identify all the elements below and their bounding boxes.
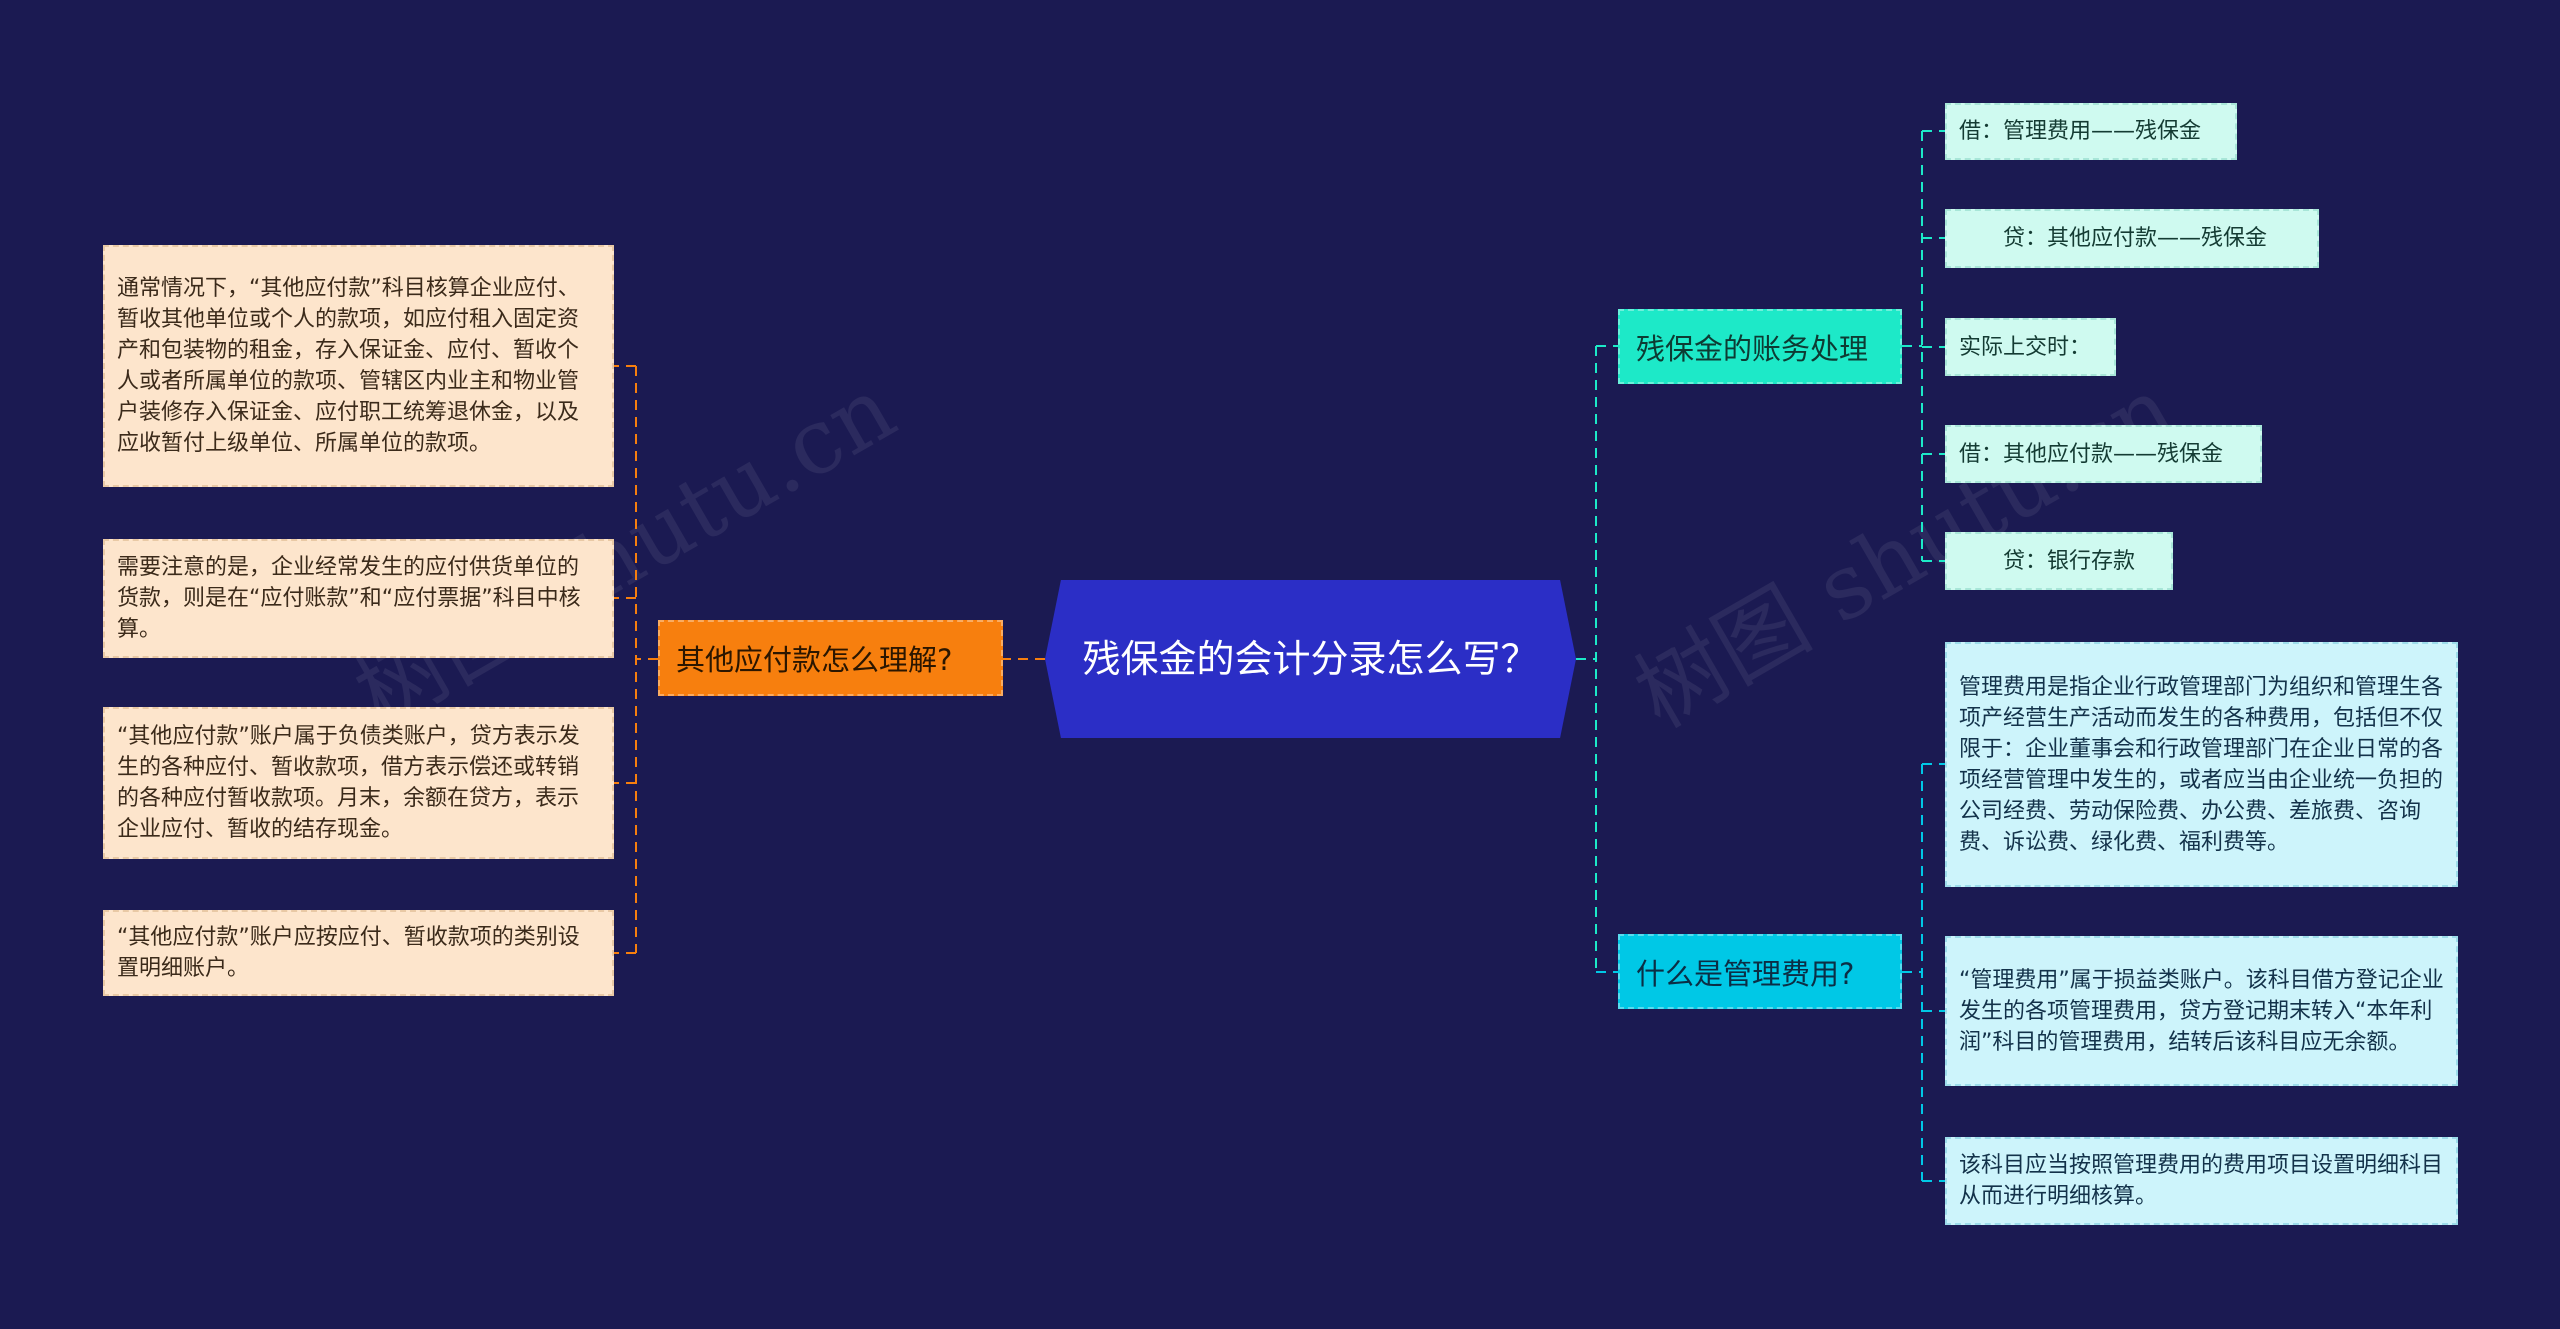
note-other-payables-2[interactable]: 需要注意的是，企业经常发生的应付供货单位的货款，则是在“应付账款”和“应付票据”… bbox=[103, 539, 614, 658]
note-management-2[interactable]: “管理费用”属于损益类账户。该科目借方登记企业发生的各项管理费用，贷方登记期末转… bbox=[1945, 936, 2458, 1086]
topic-label: 其他应付款怎么理解? bbox=[676, 643, 953, 677]
note-text: 需要注意的是，企业经常发生的应付供货单位的货款，则是在“应付账款”和“应付票据”… bbox=[117, 555, 581, 642]
entry-actual-payment[interactable]: 实际上交时： bbox=[1945, 318, 2116, 376]
entry-text: 贷：其他应付款——残保金 bbox=[1959, 226, 2268, 251]
topic-other-payables[interactable]: 其他应付款怎么理解? bbox=[658, 620, 1003, 696]
entry-debit-other-payables[interactable]: 借：其他应付款——残保金 bbox=[1945, 425, 2262, 483]
entry-text: 实际上交时： bbox=[1959, 334, 2092, 360]
topic-management-expenses[interactable]: 什么是管理费用? bbox=[1618, 934, 1902, 1009]
note-text: 管理费用是指企业行政管理部门为组织和管理生各项产经营生产活动而发生的各种费用，包… bbox=[1959, 674, 2444, 855]
central-topic-label: 残保金的会计分录怎么写？ bbox=[1082, 637, 1539, 681]
note-text: 通常情况下，“其他应付款”科目核算企业应付、暂收其他单位或个人的款项，如应付租入… bbox=[117, 276, 580, 456]
entry-text: 借：管理费用——残保金 bbox=[1959, 119, 2202, 144]
note-text: “管理费用”属于损益类账户。该科目借方登记企业发生的各项管理费用，贷方登记期末转… bbox=[1959, 967, 2444, 1055]
central-topic[interactable]: 残保金的会计分录怎么写？ bbox=[1045, 580, 1576, 738]
entry-credit-bank[interactable]: 贷：银行存款 bbox=[1945, 532, 2173, 590]
note-text: 该科目应当按照管理费用的费用项目设置明细科目从而进行明细核算。 bbox=[1959, 1153, 2444, 1209]
topic-accounting[interactable]: 残保金的账务处理 bbox=[1618, 309, 1902, 384]
note-other-payables-4[interactable]: “其他应付款”账户应按应付、暂收款项的类别设置明细账户。 bbox=[103, 910, 614, 996]
note-other-payables-1[interactable]: 通常情况下，“其他应付款”科目核算企业应付、暂收其他单位或个人的款项，如应付租入… bbox=[103, 245, 614, 487]
note-management-3[interactable]: 该科目应当按照管理费用的费用项目设置明细科目从而进行明细核算。 bbox=[1945, 1137, 2458, 1225]
note-other-payables-3[interactable]: “其他应付款”账户属于负债类账户，贷方表示发生的各种应付、暂收款项，借方表示偿还… bbox=[103, 707, 614, 859]
note-text: “其他应付款”账户应按应付、暂收款项的类别设置明细账户。 bbox=[117, 925, 580, 981]
topic-label: 残保金的账务处理 bbox=[1636, 331, 1869, 366]
entry-text: 贷：银行存款 bbox=[1959, 548, 2136, 574]
note-management-1[interactable]: 管理费用是指企业行政管理部门为组织和管理生各项产经营生产活动而发生的各种费用，包… bbox=[1945, 642, 2458, 887]
topic-label: 什么是管理费用? bbox=[1636, 956, 1855, 991]
entry-credit-other-payables[interactable]: 贷：其他应付款——残保金 bbox=[1945, 209, 2319, 268]
entry-debit-management[interactable]: 借：管理费用——残保金 bbox=[1945, 103, 2237, 160]
entry-text: 借：其他应付款——残保金 bbox=[1959, 441, 2224, 467]
note-text: “其他应付款”账户属于负债类账户，贷方表示发生的各种应付、暂收款项，借方表示偿还… bbox=[117, 724, 580, 842]
